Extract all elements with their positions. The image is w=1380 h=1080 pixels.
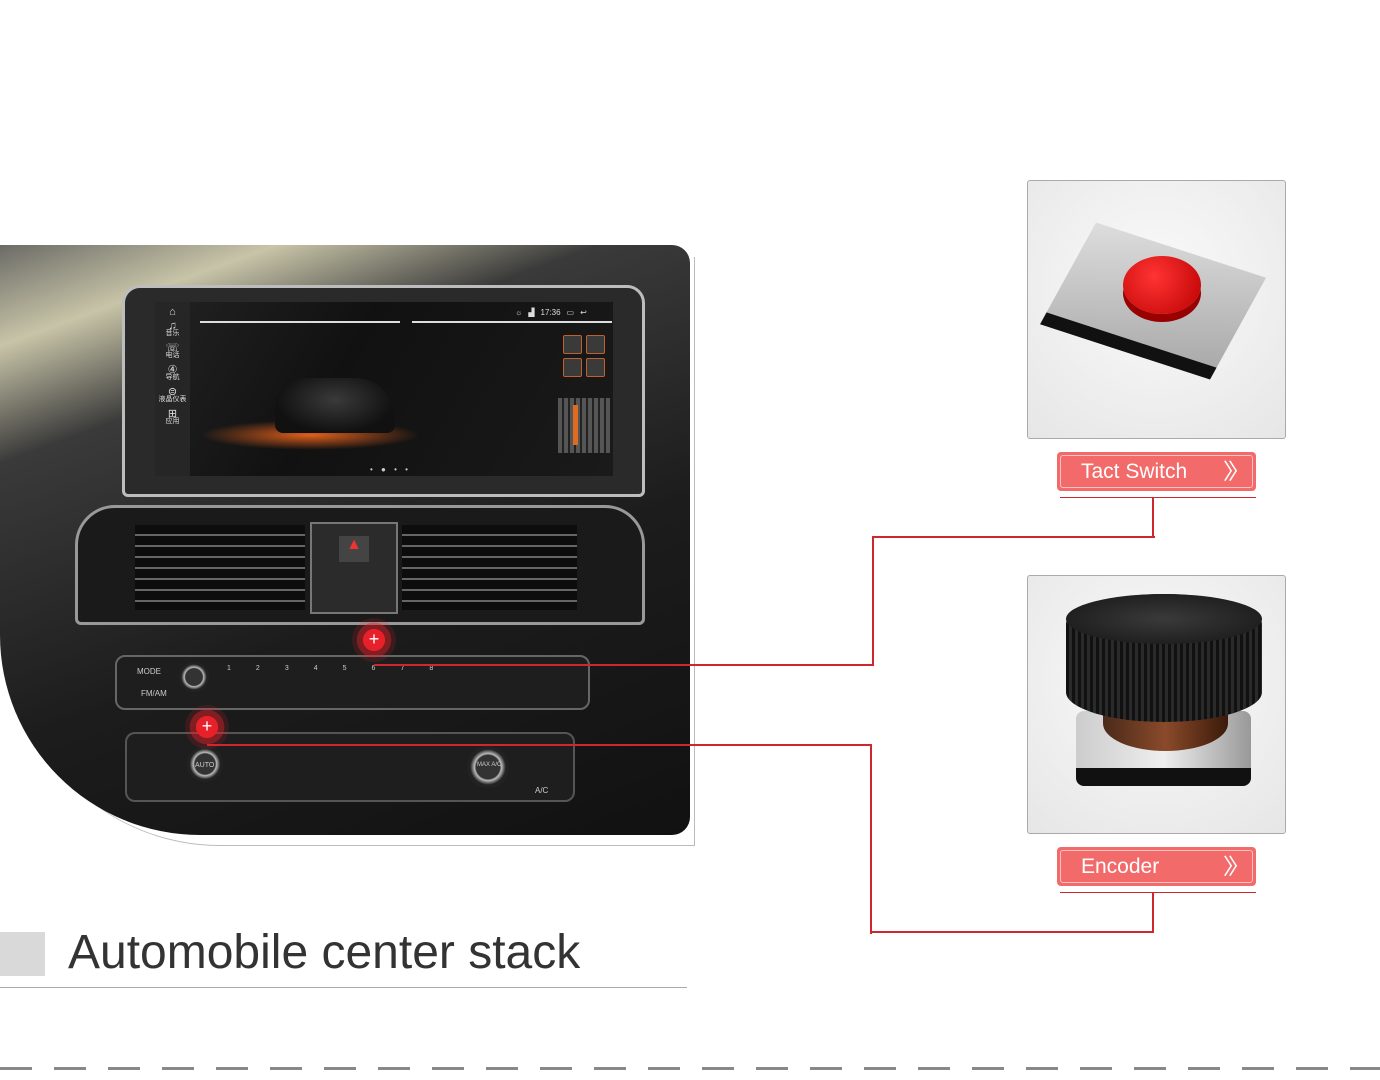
preset: 5: [342, 665, 347, 672]
ac-label: A/C: [535, 786, 549, 795]
fmam-label: FM/AM: [141, 689, 167, 698]
sidebar-item-home: ⌂: [155, 306, 190, 318]
volume-knob: [179, 662, 209, 692]
connector-line: [207, 744, 872, 746]
temp-knob-right: [467, 746, 509, 788]
window-icon: ▭: [566, 308, 575, 317]
connector-line: [872, 536, 1155, 538]
button-label: Tact Switch: [1081, 460, 1188, 483]
connector-line: [872, 537, 874, 666]
label-underline: [1060, 497, 1256, 498]
double-chevron-right-icon: 〉〉: [1222, 854, 1250, 879]
signal-icon: ▟: [528, 308, 535, 317]
auto-label: AUTO: [195, 762, 215, 769]
connector-line: [870, 744, 872, 934]
home-icon: ⌂: [169, 306, 176, 318]
section-title: Automobile center stack: [68, 926, 581, 979]
preset: 8: [429, 665, 434, 672]
connector-line: [1152, 497, 1154, 538]
dashboard-icon: ⊜: [167, 386, 178, 398]
app-tiles: [558, 330, 610, 382]
mode-label: MODE: [137, 667, 161, 676]
sidebar-item-phone: ☏电话: [155, 342, 190, 360]
screen-divider: [200, 321, 400, 323]
preset: 6: [371, 665, 376, 672]
hazard-icon: ▲: [339, 536, 369, 562]
sidebar-item-music: ♫音乐: [155, 320, 190, 338]
sidebar-label: 导航: [165, 374, 180, 381]
screen-divider: [412, 321, 612, 323]
car-image: [275, 378, 395, 433]
photo-frame: [10, 257, 695, 846]
connector-line: [1152, 892, 1154, 933]
equalizer-widget: [558, 398, 610, 453]
sidebar-label: 电话: [165, 352, 180, 359]
back-icon: ↩: [580, 308, 587, 317]
title-underline: [0, 987, 687, 988]
max-ac-label: MAX A/C: [477, 762, 502, 768]
sidebar-item-dashboard: ⊜液晶仪表: [155, 386, 190, 404]
clock: 17:36: [540, 308, 561, 317]
title-marker: [0, 932, 45, 976]
left-vent: [135, 525, 305, 610]
tact-switch-marker: +: [352, 618, 396, 662]
sidebar-item-apps: ⊞应用: [155, 408, 190, 426]
switch-button: [1123, 256, 1201, 314]
preset: 2: [255, 665, 260, 672]
hazard-button-cluster: ▲: [310, 522, 398, 614]
connector-line: [374, 664, 874, 666]
screen-status-bar: ☼ ▟ 17:36 ▭ ↩: [515, 308, 587, 317]
navigation-icon: ④: [167, 364, 178, 376]
encoder-image: [1027, 575, 1286, 834]
equalizer-bar: [573, 405, 578, 445]
phone-icon: ☏: [165, 342, 180, 354]
encoder-button[interactable]: Encoder 〉〉: [1057, 847, 1256, 886]
tact-switch-button[interactable]: Tact Switch 〉〉: [1057, 452, 1256, 491]
apps-icon: ⊞: [167, 408, 178, 420]
double-chevron-right-icon: 〉〉: [1222, 459, 1250, 484]
label-underline: [1060, 892, 1256, 893]
encoder-knob-top: [1066, 594, 1262, 644]
temp-knob-left: [187, 746, 223, 782]
button-label: Encoder: [1081, 855, 1160, 878]
sidebar-label: 应用: [165, 418, 180, 425]
sidebar-label: 液晶仪表: [158, 396, 187, 403]
music-icon: ♫: [168, 320, 177, 332]
encoder-marker: +: [185, 705, 229, 749]
page-dots: • ● • •: [370, 465, 411, 474]
preset: 4: [313, 665, 318, 672]
sidebar-label: 音乐: [165, 330, 180, 337]
preset: 7: [400, 665, 405, 672]
connector-line: [870, 931, 1154, 933]
right-vent: [402, 525, 577, 610]
dashed-divider: [0, 1067, 1380, 1070]
tact-switch-image: [1027, 180, 1286, 439]
brightness-icon: ☼: [515, 308, 523, 317]
preset: 1: [227, 665, 231, 672]
preset-buttons: 1 2 3 4 5 6 7 8: [227, 665, 433, 672]
preset: 3: [284, 665, 289, 672]
